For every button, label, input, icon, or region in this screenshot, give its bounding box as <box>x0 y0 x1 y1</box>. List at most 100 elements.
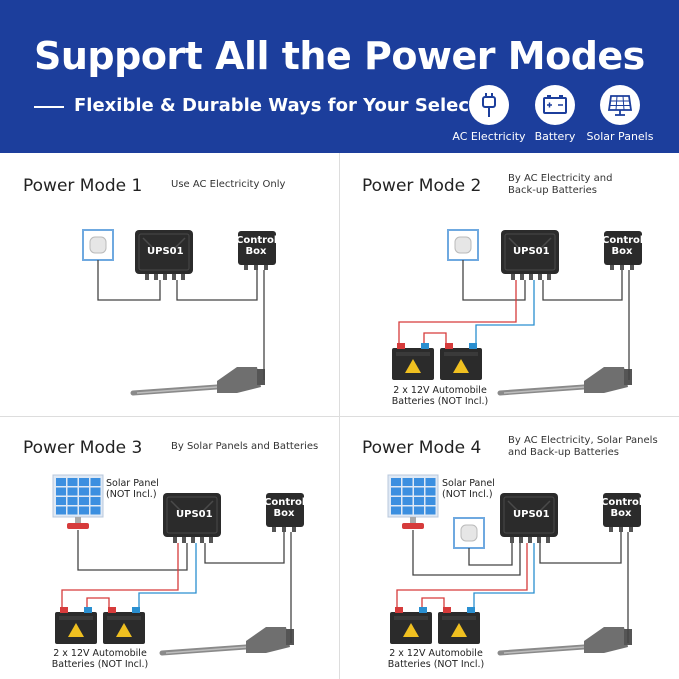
ups-connector <box>528 537 532 543</box>
solar-cell <box>391 487 401 496</box>
ups-unit-4 <box>500 493 558 537</box>
battery-terminal-negative <box>132 607 140 613</box>
battery-label: Battery <box>534 130 576 143</box>
solar-cell <box>414 478 424 486</box>
solar-mount <box>402 523 424 529</box>
solar-cell <box>391 478 401 486</box>
ups-connector <box>181 274 185 280</box>
battery-terminal-positive <box>108 607 116 613</box>
wire-battery-positive-2 <box>398 280 517 343</box>
outlet-face <box>460 524 478 542</box>
solar-cell <box>67 487 78 496</box>
control-box-connector <box>630 265 634 270</box>
ups-connector <box>546 537 550 543</box>
solar-cell <box>391 506 401 515</box>
battery-band <box>396 352 430 356</box>
ac-electricity-label: AC Electricity <box>452 130 526 143</box>
actuator-body-3 <box>246 627 290 653</box>
solar-cell <box>79 506 89 515</box>
battery-icon <box>535 85 575 125</box>
battery-band <box>442 616 476 620</box>
ups-connector <box>547 274 551 280</box>
wire-ac-ups-1 <box>97 260 161 301</box>
control-box-connector <box>620 265 624 270</box>
ups-ridge <box>538 237 552 251</box>
mode-3-desc: By Solar Panels and Batteries <box>171 441 319 452</box>
control-box-connector <box>609 527 613 532</box>
ups-ridge <box>200 500 214 514</box>
ups-connector <box>191 537 195 543</box>
solar-stand <box>75 517 81 523</box>
control-box-3 <box>266 493 304 527</box>
ups-ridge <box>170 500 184 514</box>
battery-band <box>394 616 428 620</box>
plug-icon <box>469 85 509 125</box>
battery-warning-icon <box>453 359 469 373</box>
solar-cell <box>425 487 436 496</box>
ups-bezel <box>503 496 555 534</box>
wire-ups-ctrl-1 <box>176 270 258 301</box>
solar-cell <box>425 478 436 486</box>
ups-connector <box>172 274 176 280</box>
control-box-connector <box>244 265 248 270</box>
battery-band <box>107 616 141 620</box>
ups-ridge <box>508 237 522 251</box>
solar-panel-icon <box>600 85 640 125</box>
battery-band <box>59 616 93 620</box>
ups-ridge <box>142 237 156 251</box>
wire-battery-negative-4 <box>473 543 535 607</box>
ups-connector <box>529 274 533 280</box>
ups-connector <box>163 274 167 280</box>
control-box-4 <box>603 493 641 527</box>
ups-label-1: UPS01 <box>147 246 184 257</box>
solar-cell <box>414 506 424 515</box>
mode-4-desc-line1: By AC Electricity, Solar Panels <box>508 435 658 446</box>
battery-warning-icon <box>403 623 419 637</box>
wire-solar-ups-3 <box>77 530 188 571</box>
solar-cell <box>414 487 424 496</box>
wire-solar-ups-4 <box>412 530 521 576</box>
solar-cell <box>56 478 66 486</box>
battery-warning-icon <box>405 359 421 373</box>
wire-battery-link-3 <box>86 597 110 607</box>
battery-terminal-negative <box>421 343 429 349</box>
ups-connector <box>145 274 149 280</box>
ups-ridge <box>537 500 551 514</box>
mode-4-desc-line2: and Back-up Batteries <box>508 447 619 458</box>
wire-ac-ups-2 <box>462 260 526 301</box>
mode-2-desc-line2: Back-up Batteries <box>508 185 597 196</box>
control-box-2 <box>604 231 642 265</box>
solar-cell <box>56 497 66 505</box>
solar-cell <box>79 497 89 505</box>
wire-battery-negative-3 <box>138 543 197 607</box>
ups-ridge <box>507 500 521 514</box>
page-subtitle: Flexible & Durable Ways for Your Selecti… <box>74 95 509 116</box>
solar-cell <box>391 497 401 505</box>
quadrant-dividers <box>0 153 679 679</box>
battery-terminal-negative <box>84 607 92 613</box>
solar-caption-4: Solar Panel(NOT Incl.) <box>442 478 495 500</box>
battery-warning-icon <box>451 623 467 637</box>
battery-terminal-positive <box>445 343 453 349</box>
control-box-connector <box>254 265 258 270</box>
solar-panels-label: Solar Panels <box>586 130 654 143</box>
ups-ridge <box>172 237 186 251</box>
mode-3-title: Power Mode 3 <box>23 438 143 458</box>
battery-terminal-positive <box>60 607 68 613</box>
battery-terminal-positive <box>395 607 403 613</box>
actuator-highlight <box>503 386 585 394</box>
ups-connector <box>200 537 204 543</box>
actuator-highlight <box>503 646 585 654</box>
ups-bezel <box>138 233 190 271</box>
solar-stand <box>410 517 416 523</box>
solar-cell <box>90 497 101 505</box>
mode-1-desc: Use AC Electricity Only <box>171 179 286 190</box>
solar-cell <box>79 478 89 486</box>
solar-cell <box>90 487 101 496</box>
wire-battery-link-4 <box>421 597 445 607</box>
